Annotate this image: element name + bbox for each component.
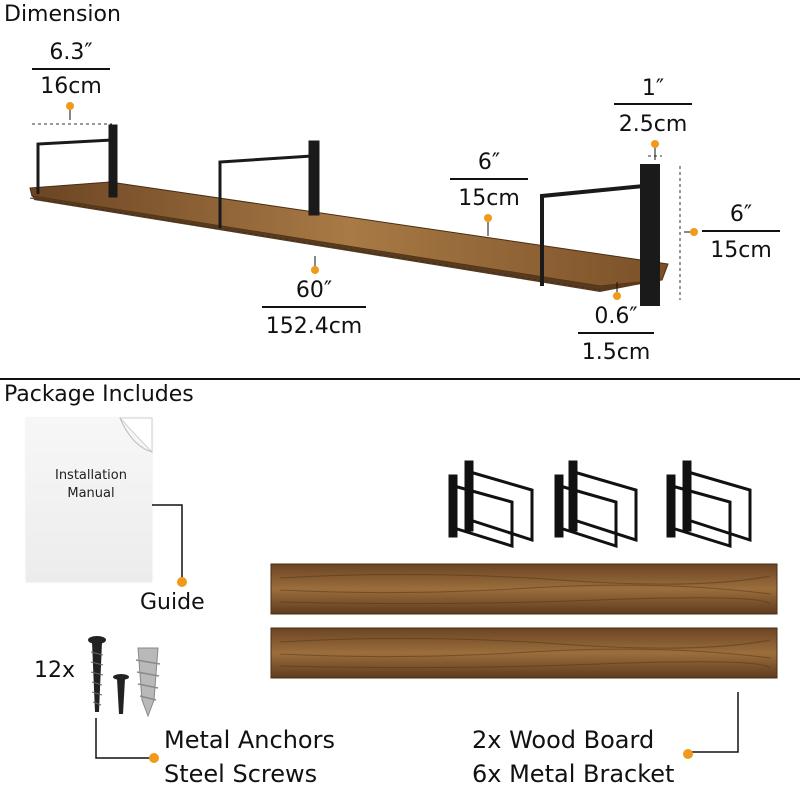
section-divider: [0, 378, 800, 380]
guide-marker: [177, 577, 187, 587]
screws-marker: [149, 753, 159, 763]
length-in: 60″: [295, 278, 333, 303]
dimension-title: Dimension: [4, 2, 121, 27]
screws-label: Steel Screws: [164, 760, 318, 788]
bracket-left: [36, 124, 118, 198]
manual-text: Installation Manual: [54, 468, 127, 501]
board-label: 2x Wood Board: [472, 726, 655, 754]
board-thickness-cm: 1.5cm: [581, 340, 651, 365]
shelf-illustration: [29, 106, 696, 306]
bracket-label: 6x Metal Bracket: [472, 760, 675, 788]
depth-cm: 16cm: [40, 74, 102, 99]
shelf-board: [29, 181, 669, 287]
bracket-mid-marker: [484, 214, 492, 222]
bracket-right: [540, 164, 660, 306]
height-cm: 15cm: [710, 238, 772, 263]
thickness-top-in: 1″: [641, 76, 665, 101]
thickness-top-marker: [651, 140, 659, 148]
thickness-top-cm: 2.5cm: [618, 112, 688, 137]
depth-in: 6.3″: [49, 40, 93, 65]
bracket-mid-cm: 15cm: [458, 186, 520, 211]
depth-marker: [66, 102, 74, 110]
board-thickness-in: 0.6″: [594, 304, 638, 329]
board-marker: [683, 749, 693, 759]
length-cm: 152.4cm: [265, 314, 363, 339]
height-marker: [690, 228, 698, 236]
height-in: 6″: [729, 202, 753, 227]
package-title: Package Includes: [4, 382, 194, 407]
bracket-middle: [218, 140, 320, 228]
anchors-label: Metal Anchors: [164, 726, 335, 754]
bracket-mid-in: 6″: [477, 150, 501, 175]
screws-count: 12x: [34, 658, 76, 683]
length-marker: [311, 266, 319, 274]
guide-label: Guide: [140, 590, 205, 615]
board-thickness-marker: [613, 292, 621, 300]
